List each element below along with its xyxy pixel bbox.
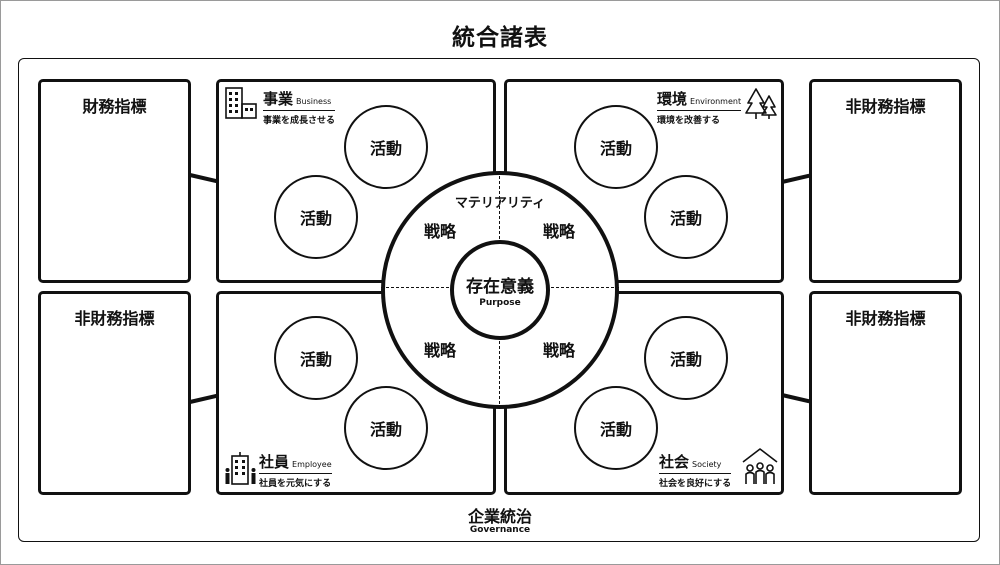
non-financial-indicators-box-right-bottom: 非財務指標 <box>809 291 962 495</box>
society-subtitle: 社会を良好にする <box>659 479 732 489</box>
society-rule <box>659 473 732 474</box>
activity-employee-2: 活動 <box>344 386 428 470</box>
governance-label: 企業統治 <box>467 507 532 526</box>
strategy-bottom-right: 戦略 <box>543 341 576 360</box>
employee-building-icon <box>225 452 256 485</box>
environment-title: 環境 <box>657 90 688 108</box>
purpose-label: 存在意義 <box>466 277 534 297</box>
employee-title: 社員 <box>259 453 290 471</box>
society-title: 社会 <box>659 453 690 471</box>
governance-en-label: Governance <box>469 525 531 535</box>
materiality-label: マテリアリティ <box>454 196 546 211</box>
purpose-circle: 存在意義 Purpose <box>450 240 550 340</box>
strategy-bottom-left: 戦略 <box>424 341 457 360</box>
strategy-top-right: 戦略 <box>543 222 576 241</box>
non-financial-indicators-box-right-top: 非財務指標 <box>809 79 962 283</box>
community-icon <box>742 448 778 484</box>
building-icon <box>225 87 257 119</box>
page-title: 統合諸表 <box>452 25 548 51</box>
employee-rule <box>259 473 332 474</box>
activity-environment-1: 活動 <box>574 105 658 189</box>
governance-frame <box>18 58 980 542</box>
business-rule <box>263 110 336 111</box>
purpose-en-label: Purpose <box>479 298 521 308</box>
environment-subtitle: 環境を改善する <box>657 116 721 126</box>
activity-business-1: 活動 <box>344 105 428 189</box>
financial-indicators-box: 財務指標 <box>38 79 191 283</box>
business-title: 事業 <box>263 90 294 108</box>
non-financial-indicators-label-left: 非財務指標 <box>74 309 155 328</box>
environment-rule <box>657 110 742 111</box>
business-subtitle: 事業を成長させる <box>263 116 336 126</box>
non-financial-indicators-box-left: 非財務指標 <box>38 291 191 495</box>
non-financial-indicators-label-right-top: 非財務指標 <box>845 97 926 116</box>
activity-business-2: 活動 <box>274 175 358 259</box>
financial-indicators-label: 財務指標 <box>82 97 147 116</box>
society-en: Society <box>692 460 722 469</box>
activity-society-1: 活動 <box>644 316 728 400</box>
business-en: Business <box>296 97 332 106</box>
environment-en: Environment <box>690 97 742 106</box>
trees-icon <box>745 88 777 119</box>
activity-society-2: 活動 <box>574 386 658 470</box>
activity-environment-2: 活動 <box>644 175 728 259</box>
strategy-top-left: 戦略 <box>424 222 457 241</box>
employee-en: Employee <box>292 460 332 469</box>
activity-employee-1: 活動 <box>274 316 358 400</box>
non-financial-indicators-label-right-bottom: 非財務指標 <box>845 309 926 328</box>
employee-subtitle: 社員を元気にする <box>259 479 332 489</box>
